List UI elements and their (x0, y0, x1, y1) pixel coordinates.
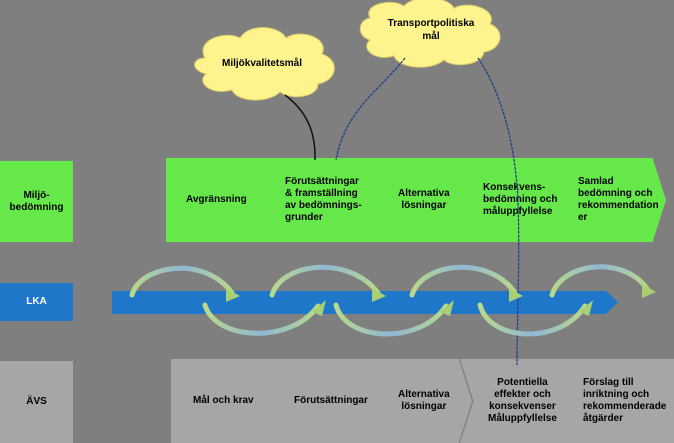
cloud-transportpolitiska-mal (359, 0, 501, 68)
gray-step-4-line1: Potentiella (497, 377, 548, 388)
green-step-2-text: Förutsättningar & framställning av bedöm… (285, 176, 362, 224)
cloud-miljo-text: Miljökvalitetsmål (206, 52, 318, 74)
connector-transport-to-step2 (335, 57, 406, 161)
avs-label-text: ÄVS (26, 396, 47, 407)
gray-step-4-line3: konsekvenser (489, 401, 556, 412)
upper-arc-1 (129, 265, 235, 298)
green-step-5-line1: Samlad (578, 176, 614, 187)
green-step-1: Avgränsning (166, 158, 278, 242)
lower-arc-2 (333, 302, 449, 337)
gray-step-4-line2: effekter och (494, 389, 551, 400)
gray-step-5-line4: åtgärder (583, 413, 624, 424)
gray-step-4-line4: Måluppfyllelse (488, 413, 557, 424)
miljobedomning-label-line1: Miljö- (23, 189, 50, 201)
arrowhead-5 (312, 300, 326, 316)
cloud-transport-line2: mål (422, 31, 440, 42)
green-step-4-line2: bedömning och (483, 194, 558, 205)
gray-step-3-line1: Alternativa (398, 389, 450, 400)
cloud-miljokvalitetsmal (194, 27, 335, 101)
gray-step-5-line2: inriktning och (583, 389, 650, 400)
gray-step-1-line1: Mål och krav (193, 395, 254, 406)
cloud-transport-line1: Transportpolitiska (387, 18, 475, 29)
green-step-3: Alternativa lösningar (360, 158, 472, 242)
upper-arc-4 (549, 264, 651, 298)
green-step-5-line2: bedömning och (578, 188, 653, 199)
arrowhead-2 (372, 288, 386, 302)
green-step-2-line4: grunder (285, 212, 323, 223)
gray-step-1: Mål och krav (171, 359, 281, 443)
green-step-3-text: Alternativa lösningar (398, 188, 450, 212)
green-step-5-line3: rekommendation (578, 200, 659, 211)
green-step-5: Samlad bedömning och rekommendation er (554, 158, 666, 242)
gray-step-3: Alternativa lösningar (362, 359, 472, 443)
gray-step-5: Förslag till inriktning och rekommendera… (557, 359, 674, 443)
lka-arrowheads (226, 284, 656, 316)
green-step-3-line2: lösningar (401, 200, 447, 211)
lka-label-text: LKA (26, 296, 47, 307)
cloud-transport-text: Transportpolitiska mål (375, 14, 487, 46)
green-step-2-line1: Förutsättningar (285, 176, 359, 187)
green-step-5-line4: er (578, 212, 588, 223)
upper-arc-2 (269, 264, 381, 298)
upper-arc-3 (409, 264, 518, 298)
arrowhead-3 (509, 288, 523, 302)
gray-step-4: Potentiella effekter och konsekvenser Må… (460, 359, 572, 443)
arrowhead-6 (440, 300, 454, 316)
miljobedomning-label: Miljö- bedömning (0, 161, 73, 242)
gray-step-2-text: Förutsättningar (294, 395, 368, 407)
green-step-2-line2: & framställning (285, 188, 358, 199)
green-step-5-text: Samlad bedömning och rekommendation er (578, 176, 659, 224)
connector-transport-to-step4 (477, 57, 520, 366)
gray-step-3-line2: lösningar (401, 401, 447, 412)
gray-step-4-text: Potentiella effekter och konsekvenser Må… (488, 377, 557, 425)
green-step-2: Förutsättningar & framställning av bedöm… (263, 158, 375, 242)
gray-step-2: Förutsättningar (266, 359, 376, 443)
lower-arc-3 (477, 302, 588, 337)
gray-step-3-text: Alternativa lösningar (398, 389, 450, 413)
cloud-miljo-label: Miljökvalitetsmål (221, 57, 303, 69)
gray-step-2-line1: Förutsättningar (294, 395, 368, 406)
green-step-3-line1: Alternativa (398, 188, 450, 199)
arrowhead-7 (579, 300, 593, 316)
green-step-1-line1: Avgränsning (186, 194, 247, 205)
lka-curved-arrows (129, 264, 651, 337)
avs-label: ÄVS (0, 361, 73, 443)
gray-step-1-text: Mål och krav (193, 395, 254, 407)
miljobedomning-label-line2: bedömning (9, 201, 64, 213)
lka-label: LKA (0, 283, 73, 321)
connector-miljokvalitetsmal (284, 94, 316, 161)
gray-step-5-line3: rekommenderade (583, 401, 667, 412)
green-step-1-text: Avgränsning (186, 194, 247, 206)
lower-arc-1 (202, 302, 321, 336)
arrowhead-1 (226, 288, 240, 302)
arrowhead-4 (642, 284, 656, 298)
green-step-4-line1: Konsekvens- (483, 182, 546, 193)
green-step-2-line3: av bedömnings- (285, 200, 362, 211)
gray-step-5-line1: Förslag till (583, 377, 634, 388)
gray-step-5-text: Förslag till inriktning och rekommendera… (583, 377, 666, 425)
